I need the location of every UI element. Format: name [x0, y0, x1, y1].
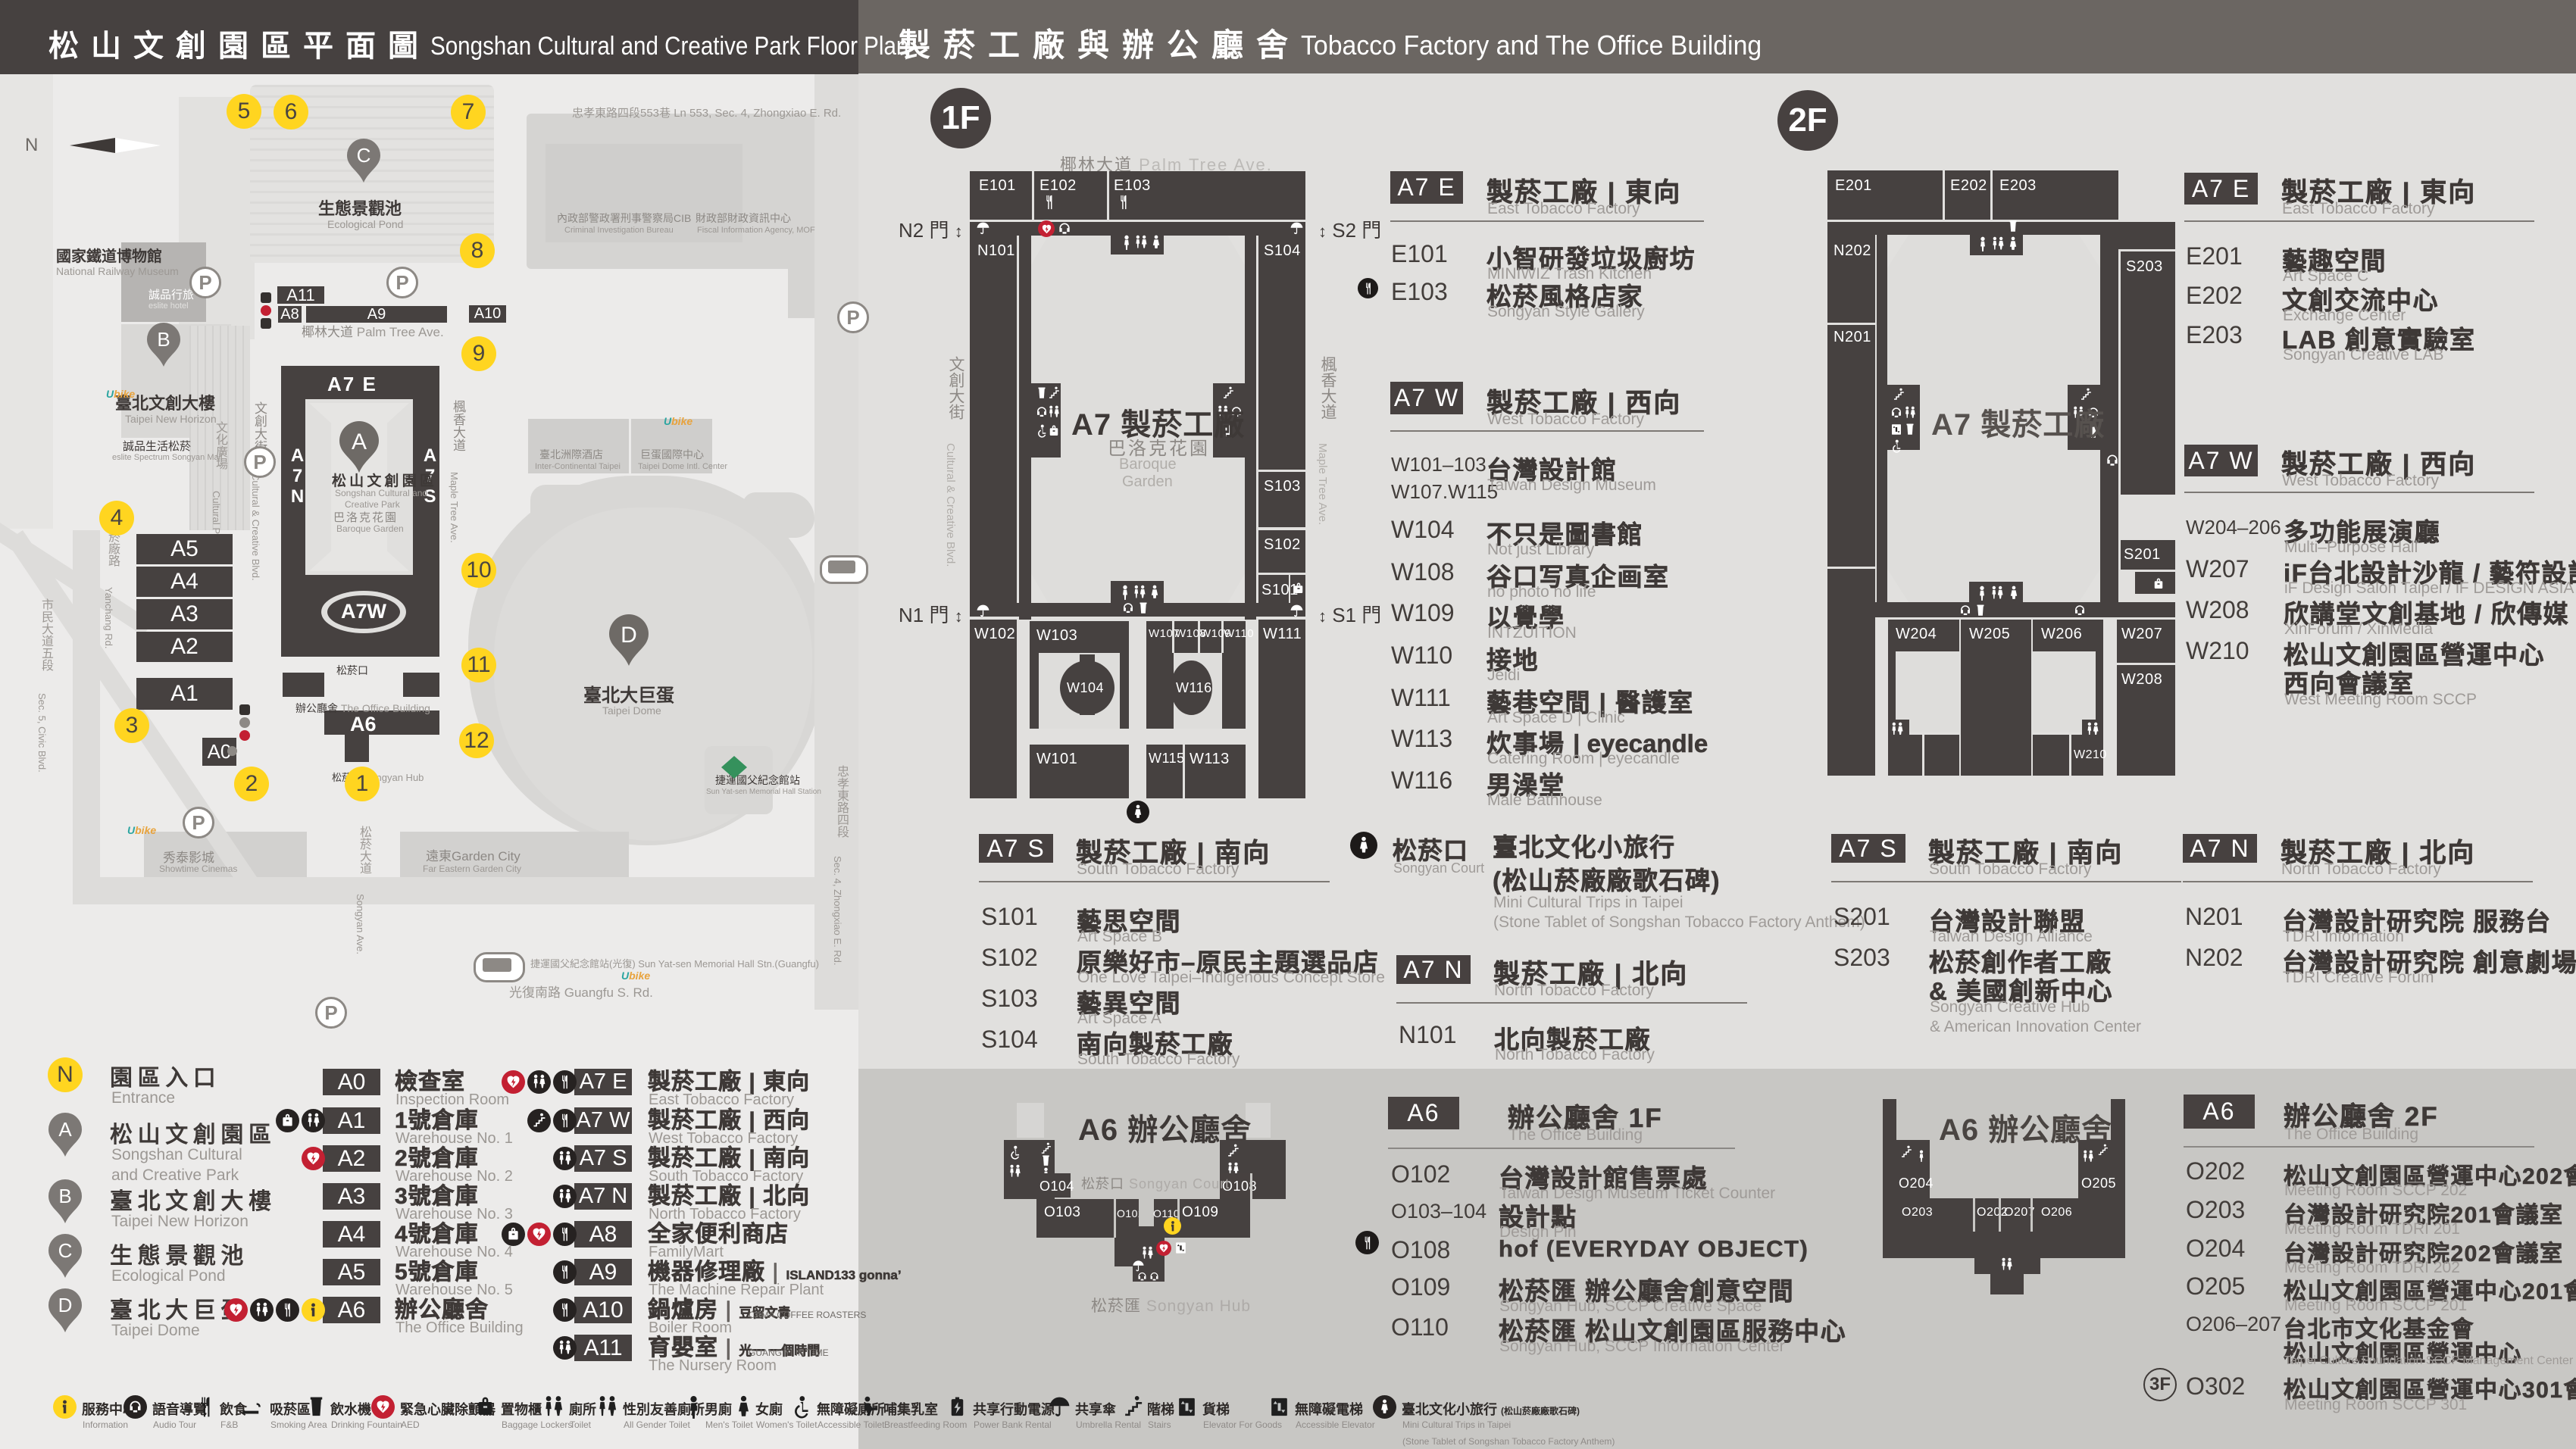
svg-text:D: D — [58, 1294, 73, 1316]
svg-text:A: A — [352, 429, 367, 454]
svg-text:B: B — [157, 328, 170, 351]
svg-text:D: D — [621, 623, 637, 648]
svg-text:A: A — [58, 1118, 72, 1141]
svg-text:C: C — [58, 1239, 73, 1262]
svg-text:C: C — [357, 144, 371, 167]
svg-text:B: B — [58, 1185, 71, 1207]
